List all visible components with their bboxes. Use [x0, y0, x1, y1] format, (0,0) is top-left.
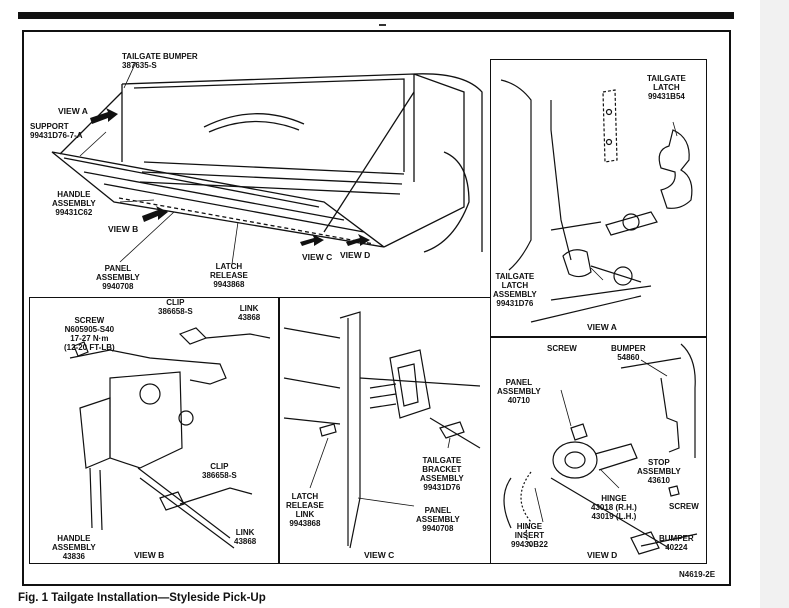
panel-view-a: TAILGATE LATCH 99431B54 TAILGATE LATCH A… — [490, 59, 707, 337]
page-margin-strip — [760, 0, 789, 608]
label-screw-top-view-d: SCREW — [547, 344, 577, 353]
label-screw-view-b: SCREW N605905-S40 17-27 N·m (12-20 FT-LB… — [64, 316, 115, 352]
label-tailgate-bumper: TAILGATE BUMPER 387635-S — [122, 52, 198, 70]
label-clip-bottom: CLIP 386658-S — [202, 462, 237, 480]
panel-view-d: SCREW BUMPER 54860 PANEL ASSEMBLY 40710 … — [490, 337, 707, 564]
header-rule — [18, 12, 734, 19]
label-view-c-arrow: VIEW C — [302, 252, 333, 262]
label-handle-assembly-main: HANDLE ASSEMBLY 99431C62 — [52, 190, 96, 217]
label-view-a-arrow: VIEW A — [58, 106, 88, 116]
label-handle-assembly-view-b: HANDLE ASSEMBLY 43836 — [52, 534, 96, 561]
label-hinge-insert: HINGE INSERT 99430B22 — [511, 522, 548, 549]
label-clip-top: CLIP 386658-S — [158, 298, 193, 316]
panel-view-c: TAILGATE BRACKET ASSEMBLY 99431D76 LATCH… — [279, 297, 491, 564]
title-view-c: VIEW C — [364, 550, 395, 560]
label-stop-assembly: STOP ASSEMBLY 43610 — [637, 458, 681, 485]
label-tailgate-latch-top: TAILGATE LATCH 99431B54 — [647, 74, 686, 101]
title-view-a: VIEW A — [587, 322, 617, 332]
label-tailgate-latch-assembly: TAILGATE LATCH ASSEMBLY 99431D76 — [493, 272, 537, 308]
header-tick — [379, 24, 386, 26]
view-b-illustration — [69, 327, 271, 549]
label-bumper-top: BUMPER 54860 — [611, 344, 646, 362]
label-bumper-bottom: BUMPER 40224 — [659, 534, 694, 552]
figure-frame: TAILGATE BUMPER 387635-S VIEW A SUPPORT … — [22, 30, 731, 586]
label-panel-assembly-view-c: PANEL ASSEMBLY 9940708 — [416, 506, 460, 533]
label-latch-release-main: LATCH RELEASE 9943868 — [210, 262, 248, 289]
title-view-b: VIEW B — [134, 550, 165, 560]
label-latch-release-link: LATCH RELEASE LINK 9943868 — [286, 492, 324, 528]
label-view-b-arrow: VIEW B — [108, 224, 139, 234]
figure-code: N4619-2E — [679, 570, 716, 579]
label-panel-assembly-view-d: PANEL ASSEMBLY 40710 — [497, 378, 541, 405]
label-link-top: LINK 43868 — [238, 304, 261, 322]
figure-caption: Fig. 1 Tailgate Installation—Styleside P… — [18, 592, 266, 604]
view-d-illustration — [503, 343, 698, 555]
title-view-d: VIEW D — [587, 550, 618, 560]
label-hinge: HINGE 43018 (R.H.) 43019 (L.H.) — [591, 494, 637, 521]
label-link-bottom: LINK 43868 — [234, 528, 257, 546]
label-tailgate-bracket: TAILGATE BRACKET ASSEMBLY 99431D76 — [420, 456, 464, 492]
label-screw-right-view-d: SCREW — [669, 502, 699, 511]
label-view-d-arrow: VIEW D — [340, 250, 371, 260]
label-panel-assembly-main: PANEL ASSEMBLY 9940708 — [96, 264, 140, 291]
pickup-bed-illustration — [51, 61, 483, 265]
panel-view-b: SCREW N605905-S40 17-27 N·m (12-20 FT-LB… — [29, 297, 279, 564]
view-c-illustration — [283, 311, 481, 549]
view-a-illustration — [500, 79, 693, 323]
label-support: SUPPORT 99431D76-7-A — [30, 122, 83, 140]
